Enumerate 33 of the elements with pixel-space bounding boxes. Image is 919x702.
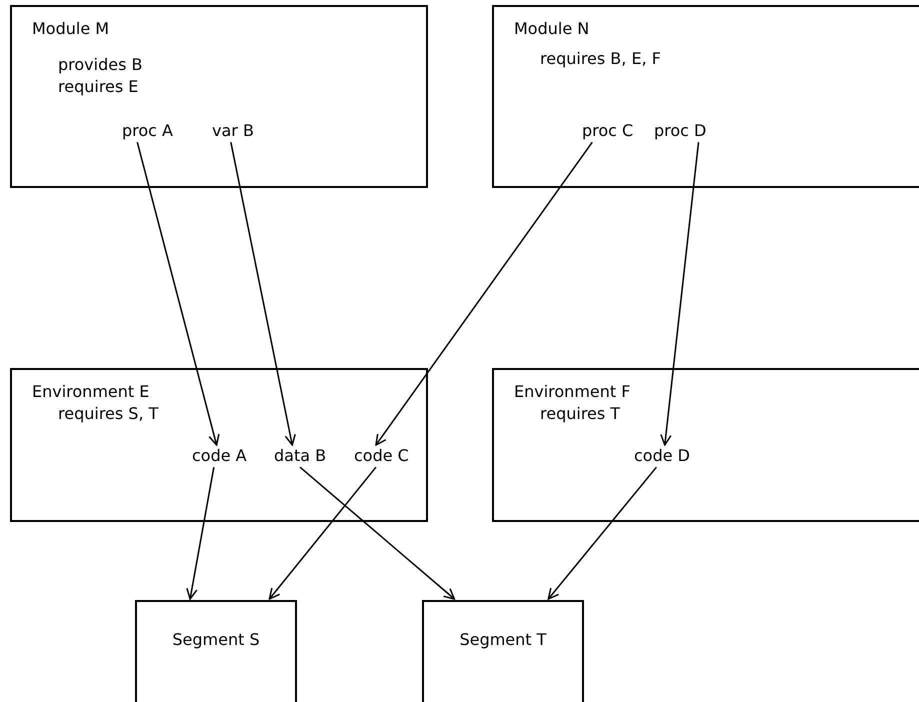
requires-clause: requires E <box>58 77 138 96</box>
requires-clause: requires S, T <box>58 404 158 424</box>
segment-title: Segment T <box>458 630 548 650</box>
variable-label: var B <box>212 121 254 140</box>
module-title: Module N <box>514 19 590 38</box>
environment-title: Environment F <box>514 382 630 402</box>
segment-box <box>422 600 584 702</box>
arrow <box>660 142 700 446</box>
environment-box <box>10 368 428 522</box>
procedure-label: proc C <box>582 121 634 140</box>
arrow <box>186 467 215 600</box>
arrow <box>375 142 593 446</box>
provides-clause: provides B <box>58 55 142 74</box>
environment-box <box>492 368 919 522</box>
segment-box <box>135 600 297 702</box>
code-label: code D <box>634 446 690 466</box>
arrow <box>300 466 456 600</box>
requires-clause: requires B, E, F <box>540 49 661 68</box>
code-label: code C <box>354 446 409 466</box>
arrow <box>136 142 220 446</box>
data-label: data B <box>274 446 326 466</box>
procedure-label: proc D <box>654 121 706 140</box>
arrow <box>230 142 296 446</box>
segment-title: Segment S <box>171 630 261 650</box>
code-label: code A <box>192 446 247 466</box>
environment-title: Environment E <box>32 382 150 402</box>
arrow <box>268 466 377 600</box>
module-title: Module M <box>32 19 110 38</box>
requires-clause: requires T <box>540 404 620 424</box>
procedure-label: proc A <box>122 121 173 140</box>
module-box <box>10 5 428 188</box>
module-box <box>492 5 919 188</box>
arrow <box>548 466 657 600</box>
